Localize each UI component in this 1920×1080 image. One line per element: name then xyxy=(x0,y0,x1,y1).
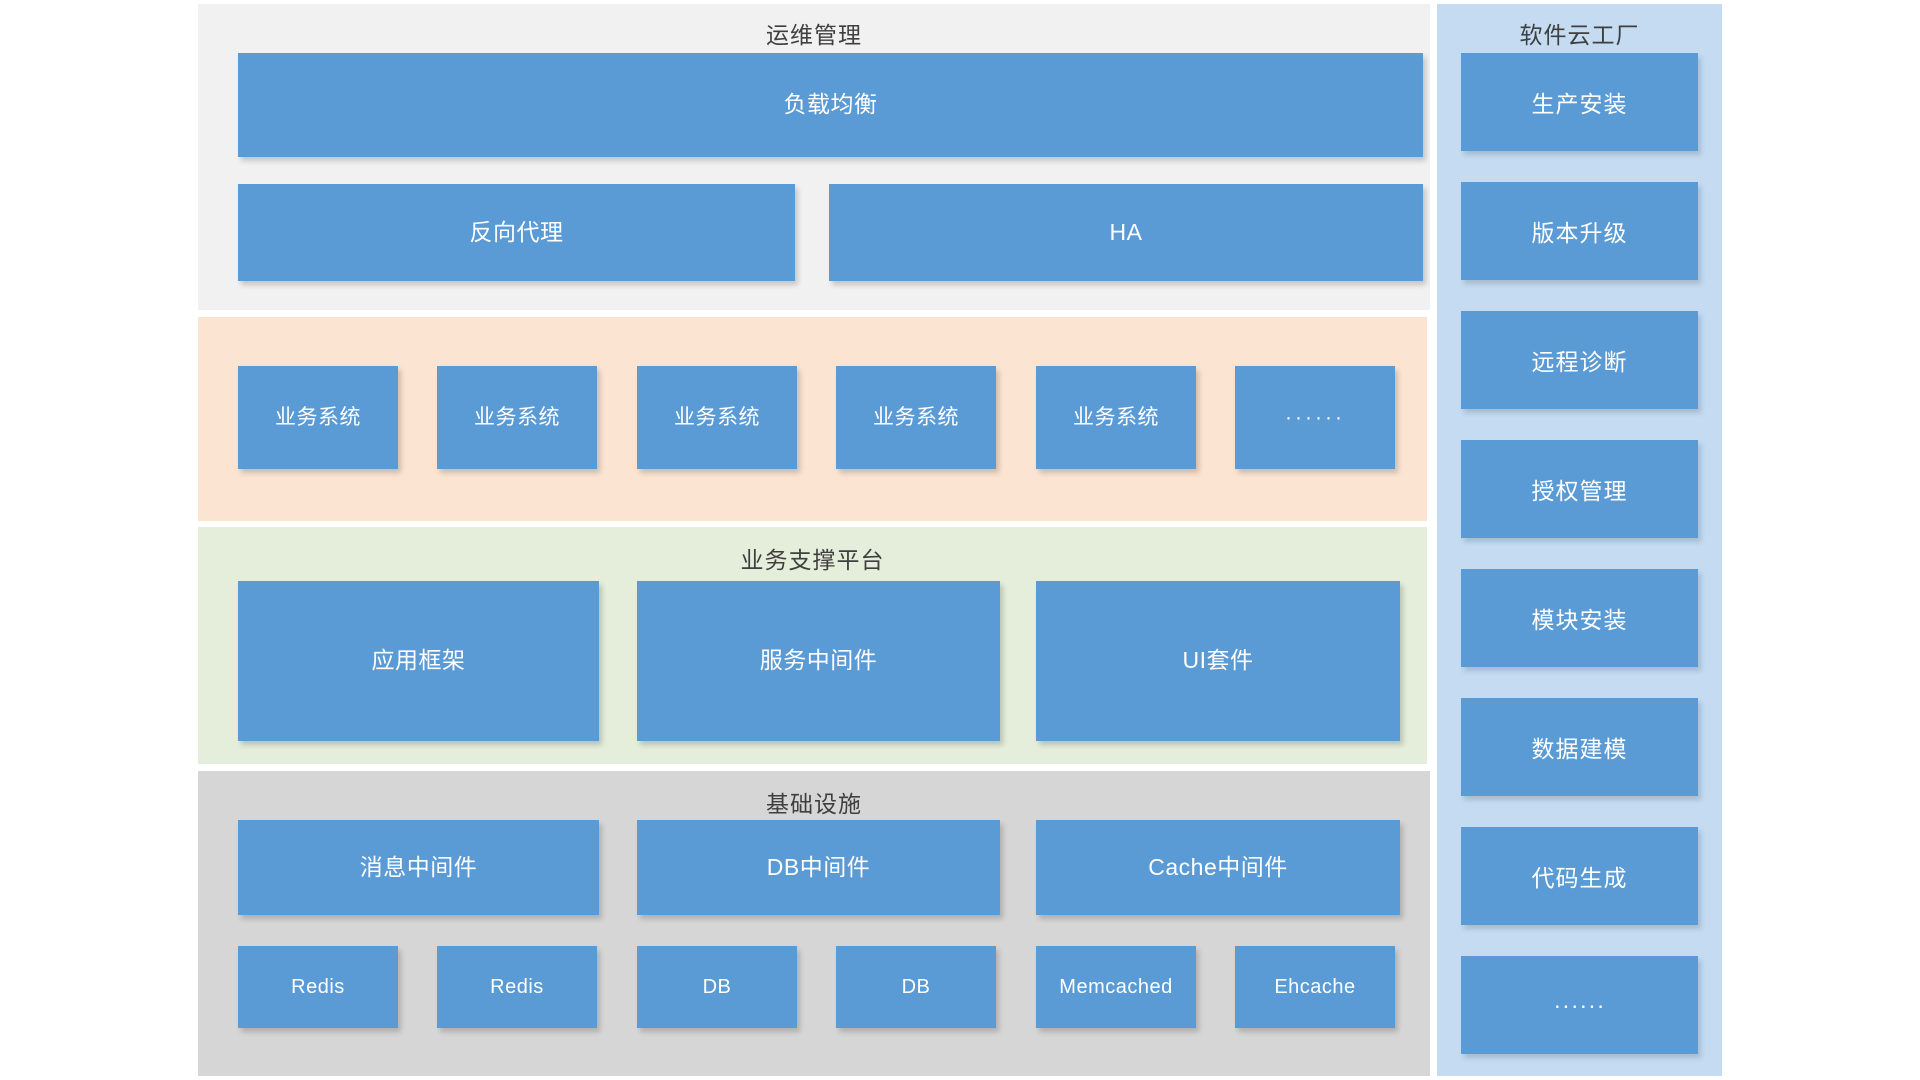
node-ui-kit[interactable]: UI套件 xyxy=(1036,581,1400,741)
layer-ops-title: 运维管理 xyxy=(766,22,862,48)
sidebar-item-version-upgrade[interactable]: 版本升级 xyxy=(1461,182,1698,280)
layer-support-title: 业务支撑平台 xyxy=(740,547,885,573)
node-business-system-1[interactable]: 业务系统 xyxy=(238,366,398,469)
node-application-framework[interactable]: 应用框架 xyxy=(238,581,599,741)
node-cache-middleware[interactable]: Cache中间件 xyxy=(1036,820,1400,915)
sidebar-item-module-install[interactable]: 模块安装 xyxy=(1461,569,1698,667)
node-ha[interactable]: HA xyxy=(829,184,1423,281)
sidebar-item-data-modeling[interactable]: 数据建模 xyxy=(1461,698,1698,796)
software-cloud-factory-panel: 软件云工厂 生产安装 版本升级 远程诊断 授权管理 模块安装 数据建模 代码生成… xyxy=(1437,4,1722,1076)
sidebar-item-production-install[interactable]: 生产安装 xyxy=(1461,53,1698,151)
node-load-balancer[interactable]: 负载均衡 xyxy=(238,53,1423,157)
layer-infra-title: 基础设施 xyxy=(766,791,862,817)
node-store-db-1[interactable]: DB xyxy=(637,946,797,1028)
node-service-middleware[interactable]: 服务中间件 xyxy=(637,581,1000,741)
sidebar-item-remote-diagnosis[interactable]: 远程诊断 xyxy=(1461,311,1698,409)
node-db-middleware[interactable]: DB中间件 xyxy=(637,820,1000,915)
node-business-system-3[interactable]: 业务系统 xyxy=(637,366,797,469)
sidebar-item-code-generation[interactable]: 代码生成 xyxy=(1461,827,1698,925)
node-message-middleware[interactable]: 消息中间件 xyxy=(238,820,599,915)
layer-business-systems xyxy=(198,317,1427,521)
node-business-system-2[interactable]: 业务系统 xyxy=(437,366,597,469)
node-business-system-4[interactable]: 业务系统 xyxy=(836,366,996,469)
node-reverse-proxy[interactable]: 反向代理 xyxy=(238,184,795,281)
sidebar-item-license-management[interactable]: 授权管理 xyxy=(1461,440,1698,538)
node-store-redis-2[interactable]: Redis xyxy=(437,946,597,1028)
node-store-ehcache[interactable]: Ehcache xyxy=(1235,946,1395,1028)
sidebar-item-more[interactable]: ······ xyxy=(1461,956,1698,1054)
layer-infrastructure: 基础设施 xyxy=(198,771,1430,1076)
node-store-memcached[interactable]: Memcached xyxy=(1036,946,1196,1028)
node-business-system-5[interactable]: 业务系统 xyxy=(1036,366,1196,469)
node-business-system-more[interactable]: ······ xyxy=(1235,366,1395,469)
node-store-redis-1[interactable]: Redis xyxy=(238,946,398,1028)
node-store-db-2[interactable]: DB xyxy=(836,946,996,1028)
sidebar-title: 软件云工厂 xyxy=(1519,22,1640,48)
